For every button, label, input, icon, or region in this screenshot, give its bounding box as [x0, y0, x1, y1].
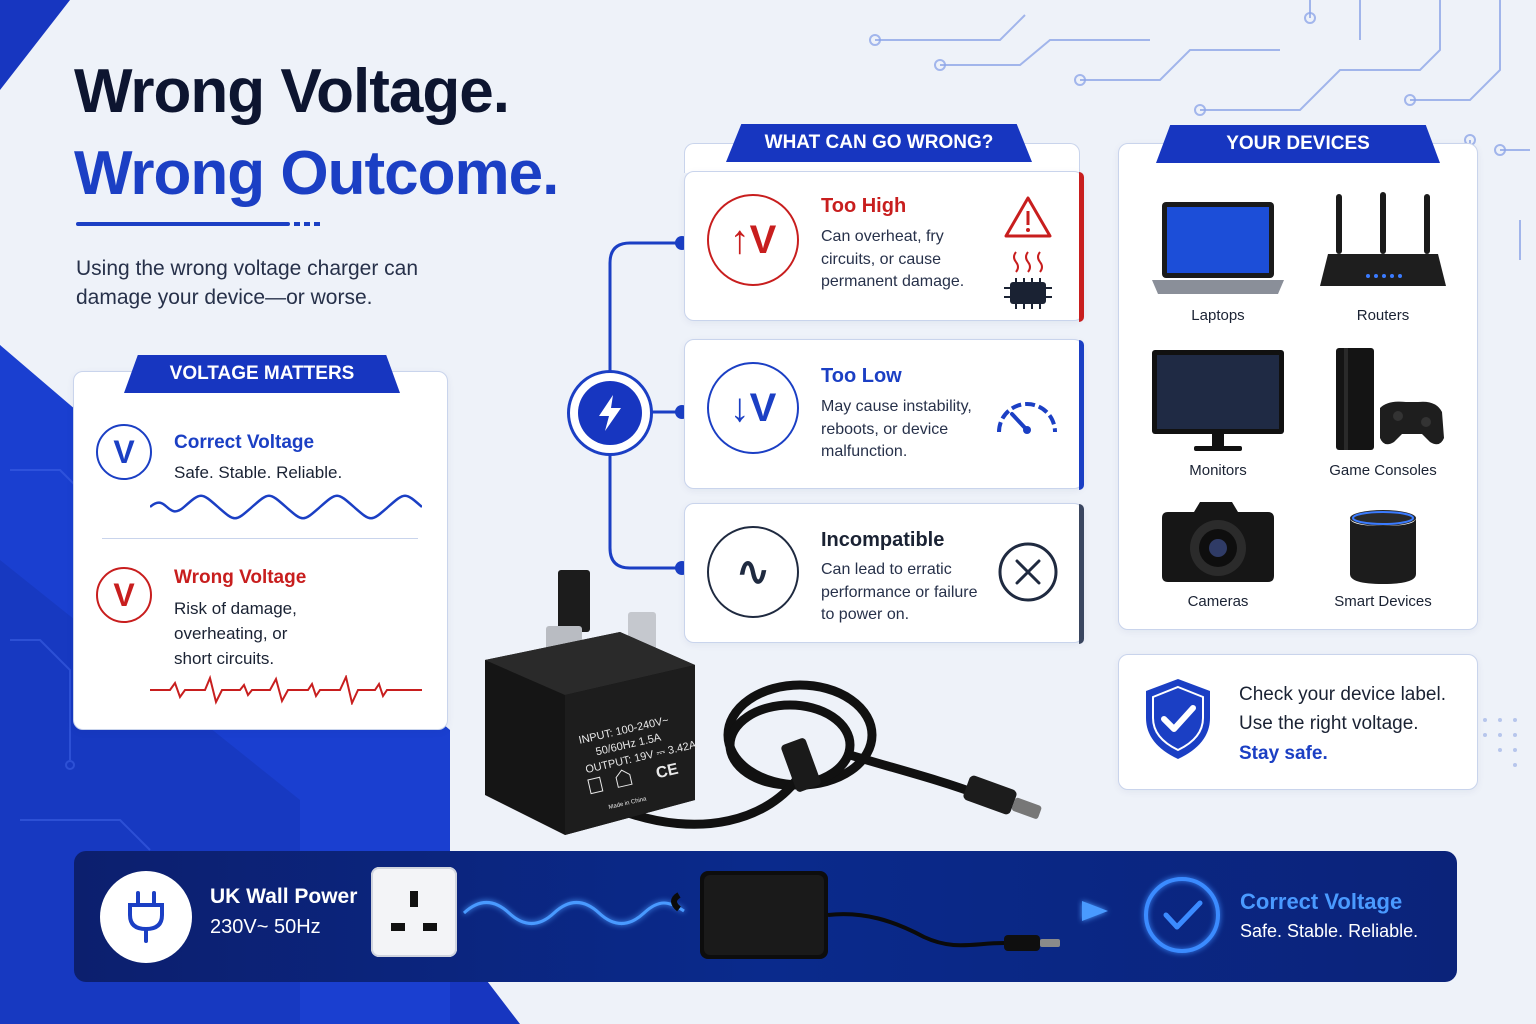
title-underline — [76, 222, 290, 226]
x-circle-icon — [998, 542, 1058, 602]
device-cameras: Cameras — [1187, 593, 1249, 610]
divider — [102, 538, 418, 539]
camera-icon — [1162, 502, 1274, 582]
too-low-title: Too Low — [821, 365, 902, 387]
too-high-desc: Can overheat, fry circuits, or cause per… — [821, 228, 965, 290]
power-flow-banner: UK Wall Power 230V~ 50Hz Correct Voltage… — [74, 851, 1457, 982]
correct-voltage-desc: Safe. Stable. Reliable. — [174, 463, 343, 482]
uk-charger-illustration: INPUT: 100-240V~ 50/60Hz 1.5A OUTPUT: 19… — [485, 570, 1042, 835]
game-console-icon — [1336, 348, 1444, 450]
smart-speaker-icon — [1350, 510, 1416, 584]
uk-wall-power-title: UK Wall Power — [210, 885, 358, 908]
wrong-voltage-title: Wrong Voltage — [174, 567, 307, 588]
warning-heat-chip-icon — [1004, 196, 1052, 309]
router-icon — [1320, 192, 1446, 286]
what-can-go-wrong-label: WHAT CAN GO WRONG? — [726, 124, 1032, 162]
sine-wave-icon — [150, 494, 422, 520]
incompatible-desc: Can lead to erratic performance or failu… — [821, 561, 978, 623]
device-laptops: Laptops — [1191, 307, 1245, 324]
too-low-desc: May cause instability, reboots, or devic… — [821, 398, 972, 460]
wrong-voltage-desc-1: Risk of damage, — [174, 599, 297, 618]
device-game-consoles: Game Consoles — [1329, 462, 1437, 479]
device-monitors: Monitors — [1189, 462, 1247, 479]
device-routers: Routers — [1356, 307, 1410, 324]
bolt-hub-icon — [567, 370, 653, 456]
correct-voltage-title: Correct Voltage — [174, 432, 315, 453]
check-line-2: Use the right voltage. — [1239, 713, 1419, 734]
result-title: Correct Voltage — [1240, 889, 1403, 914]
wave-mismatch-icon: ∿ — [707, 526, 799, 618]
device-smart-devices: Smart Devices — [1334, 593, 1432, 610]
incompatible-title: Incompatible — [821, 529, 945, 551]
check-line-3: Stay safe. — [1239, 743, 1328, 764]
plug-icon — [100, 871, 192, 963]
correct-voltage-icon: V — [96, 424, 152, 480]
title-underline-dash — [294, 222, 324, 226]
wrong-voltage-icon: V — [96, 567, 152, 623]
gauge-icon — [997, 402, 1057, 434]
uk-socket-icon — [371, 867, 457, 957]
check-line-1: Check your device label. — [1239, 684, 1446, 705]
power-flow-graphic — [462, 871, 1220, 959]
title-line-1: Wrong Voltage. — [74, 57, 510, 126]
uk-wall-power-spec: 230V~ 50Hz — [210, 916, 321, 938]
monitor-icon — [1152, 350, 1284, 451]
subtitle: Using the wrong voltage charger can dama… — [76, 257, 419, 309]
too-high-title: Too High — [821, 195, 907, 217]
laptop-icon — [1152, 202, 1284, 294]
result-desc: Safe. Stable. Reliable. — [1240, 921, 1419, 941]
wrong-voltage-desc-2: overheating, or — [174, 624, 288, 643]
erratic-wave-icon — [150, 675, 422, 705]
voltage-up-icon: ↑V — [707, 194, 799, 286]
shield-check-icon — [1146, 679, 1210, 759]
ce-mark: CE — [654, 761, 680, 783]
title-line-2: Wrong Outcome. — [74, 139, 559, 208]
voltage-matters-label: VOLTAGE MATTERS — [124, 355, 400, 393]
wrong-voltage-desc-3: short circuits. — [174, 649, 275, 668]
voltage-down-icon: ↓V — [707, 362, 799, 454]
your-devices-label: YOUR DEVICES — [1156, 125, 1440, 163]
